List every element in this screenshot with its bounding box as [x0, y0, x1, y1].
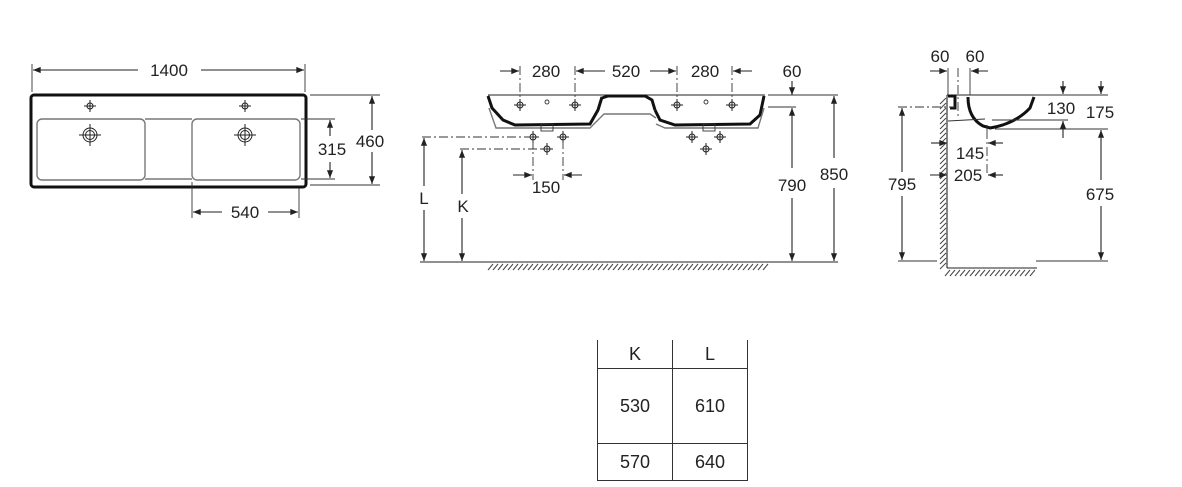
table-header-l: L [672, 340, 748, 369]
top-view-outline [29, 93, 308, 189]
side-basin-profile [966, 96, 1036, 130]
drain-icon [78, 123, 102, 147]
dim-bowl-outer-depth: 175 [1086, 103, 1114, 122]
table-cell: 640 [672, 443, 748, 481]
dim-overall-height: 850 [820, 165, 848, 184]
fixing-point-icon [713, 130, 727, 144]
dim-waste-spacing: 150 [532, 178, 560, 197]
tap-hole-icon [568, 98, 582, 112]
right-basin-profile [653, 95, 766, 127]
dim-overall-depth: 460 [356, 132, 384, 151]
dim-wall-gap-2: 60 [966, 47, 985, 66]
dim-bowl-width: 540 [231, 203, 259, 222]
table-cell: 530 [597, 368, 673, 444]
tap-hole-icon [238, 99, 252, 113]
dim-bowl-depth: 315 [318, 140, 346, 159]
label-L: L [419, 189, 428, 208]
tap-hole-icon [725, 98, 739, 112]
right-bowl [191, 118, 301, 181]
side-view: 60 60 130 175 675 145 205 795 [888, 47, 1114, 277]
dim-rim-thickness: 60 [783, 62, 802, 81]
fixing-point-icon [699, 142, 713, 156]
dim-waste-distance: 205 [954, 166, 982, 185]
tap-hole-icon [83, 99, 97, 113]
dim-underside-height: 675 [1086, 185, 1114, 204]
dim-tap-spacing-left: 280 [532, 62, 560, 81]
dim-bowl-center-spacing: 520 [612, 62, 640, 81]
label-K: K [457, 197, 469, 216]
table-row: 570 640 [597, 443, 748, 481]
dim-wall-gap-1: 60 [931, 47, 950, 66]
floor-hatching [944, 269, 1036, 277]
dim-rim-to-bottom: 790 [778, 176, 806, 195]
dim-fixing-height: 795 [888, 175, 916, 194]
table-header-k: K [597, 340, 673, 369]
left-basin-profile [486, 95, 604, 127]
dim-waste-offset: 145 [956, 144, 984, 163]
drain-icon [233, 123, 257, 147]
dim-bowl-inner-depth: 130 [1047, 99, 1075, 118]
k-l-table: K L 530 610 570 640 [597, 340, 748, 481]
overflow-icon [544, 99, 550, 105]
tap-hole-icon [513, 98, 527, 112]
dim-overall-width: 1400 [150, 61, 188, 80]
table-cell: 610 [672, 368, 748, 444]
left-bowl [36, 118, 146, 181]
table-cell: 570 [597, 443, 673, 481]
table-row: 530 610 [597, 368, 748, 444]
top-view: 1400 460 315 540 [29, 61, 384, 222]
floor-hatching [487, 263, 769, 271]
wall-hatching [939, 97, 947, 270]
front-view: 280 520 280 60 790 850 L K 150 [419, 62, 848, 271]
fixing-point-icon [685, 130, 699, 144]
overflow-icon [703, 99, 709, 105]
tap-hole-icon [670, 98, 684, 112]
dim-tap-spacing-right: 280 [691, 62, 719, 81]
